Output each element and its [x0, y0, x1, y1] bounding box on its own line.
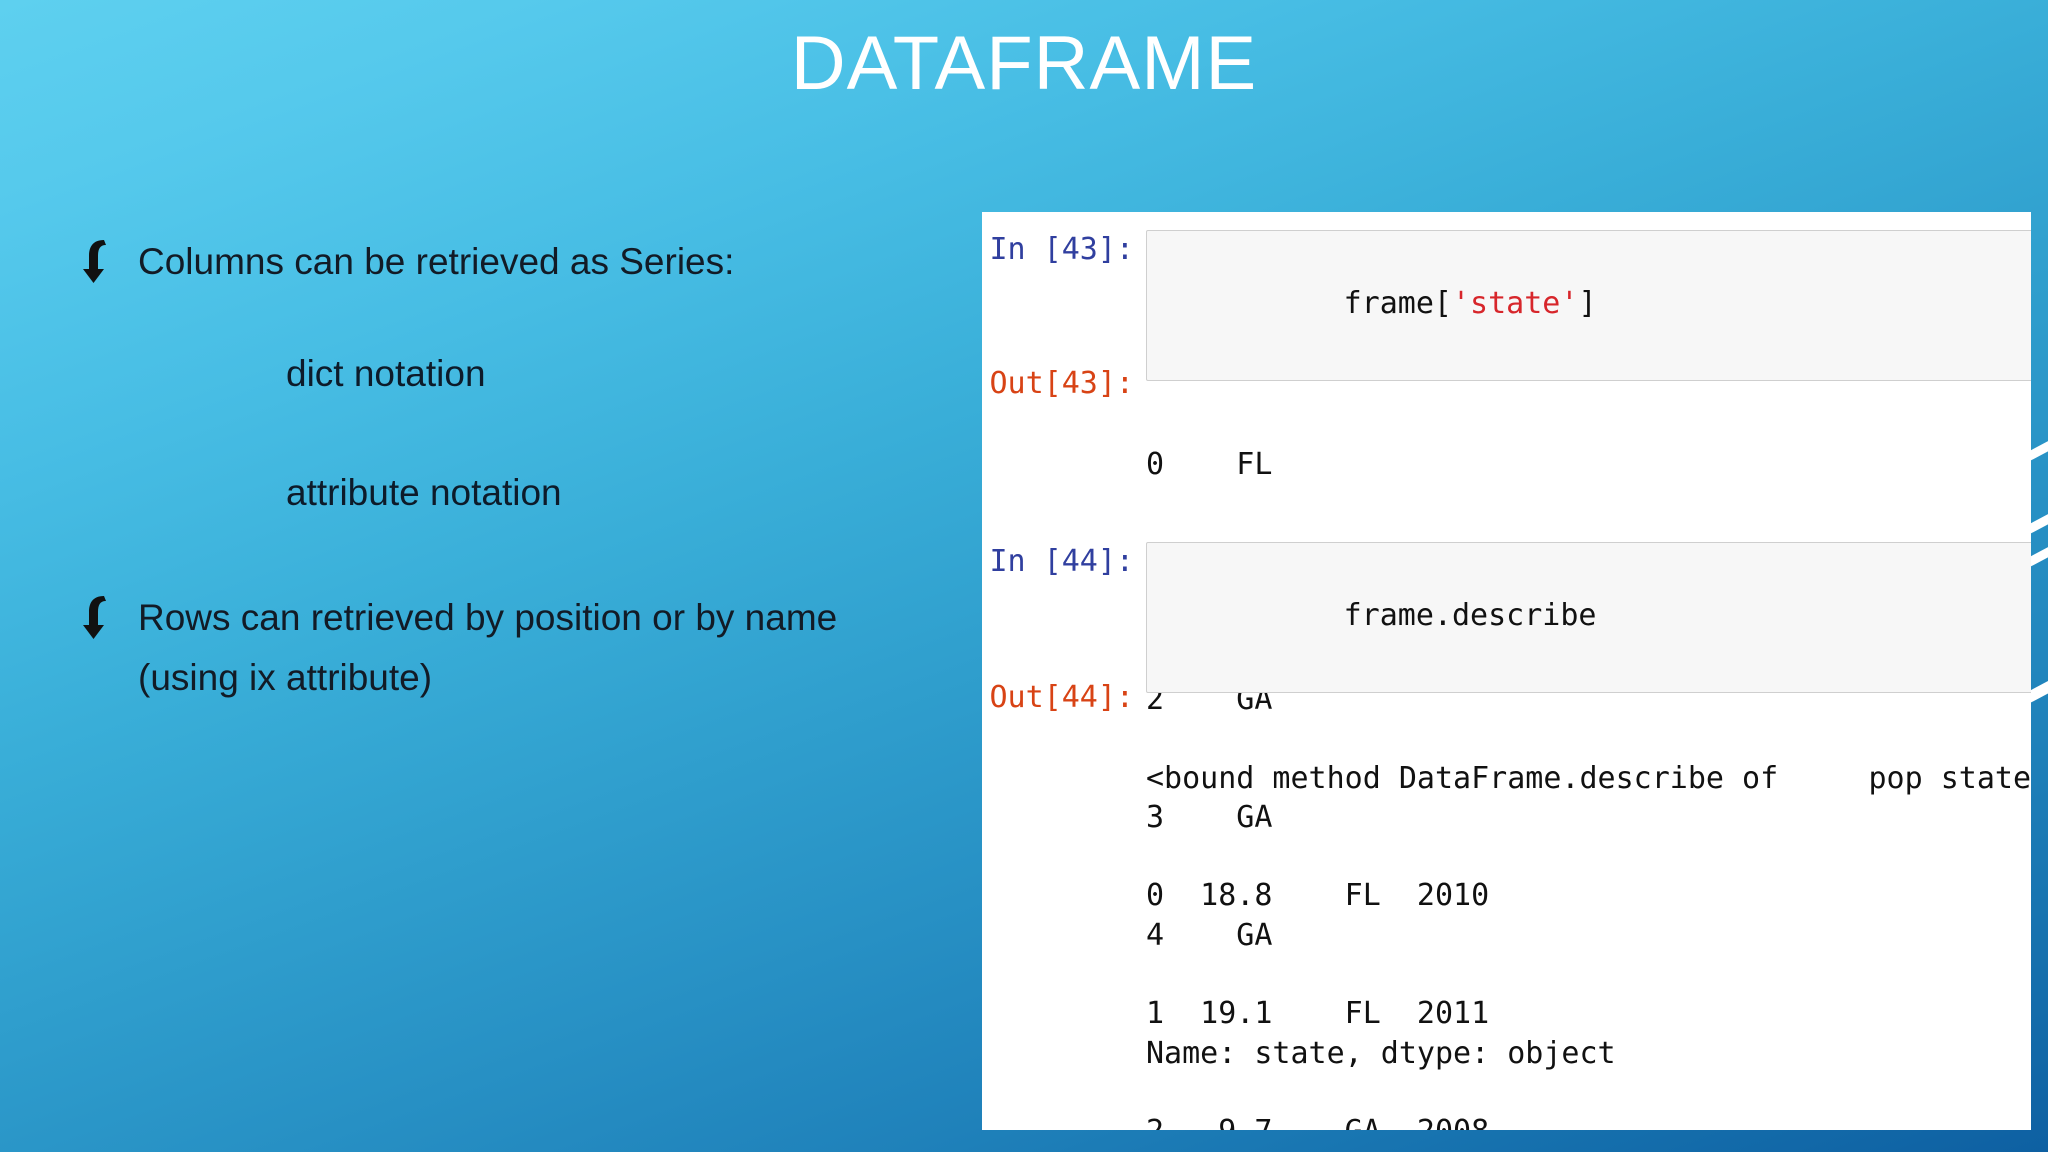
sub-item-dict-notation: dict notation: [286, 352, 486, 394]
output-line: 3 GA: [1146, 800, 1273, 836]
list-item-label: Rows can retrieved by position or by nam…: [138, 597, 838, 699]
list-item: Columns can be retrieved as Series:: [74, 232, 904, 292]
output-line: 1 19.1 FL 2011: [1146, 996, 1490, 1032]
code-line: frame.describe: [1163, 557, 2031, 674]
page-title: DATAFRAME: [790, 21, 1258, 106]
list-item-label: Columns can be retrieved as Series:: [138, 241, 735, 282]
sub-item-attribute-notation: attribute notation: [286, 472, 562, 514]
list-item: Rows can retrieved by position or by nam…: [74, 588, 904, 708]
output-line: 2 9.7 GA 2008: [1146, 1112, 2031, 1130]
in-prompt-43: In [43]:: [989, 232, 1135, 267]
out-prompt-43: Out[43]:: [989, 366, 1135, 401]
output-line: 0 FL: [1146, 446, 1273, 482]
code-suffix: ]: [1578, 286, 1597, 321]
output-text-44: <bound method DataFrame.describe of pop …: [1146, 678, 2031, 1130]
notebook-input-cell-43[interactable]: In [43]: frame['state']: [982, 230, 2031, 381]
notebook-output-cell-44: Out[44]: <bound method DataFrame.describ…: [982, 678, 2032, 1130]
code-input-44[interactable]: frame.describe: [1146, 542, 2031, 693]
curved-down-arrow-icon: [74, 232, 138, 283]
in-prompt-44: In [44]:: [989, 544, 1135, 579]
notebook-screenshot-panel: In [43]: frame['state'] Out[43]: 0 FL 1 …: [982, 212, 2031, 1130]
code-string-literal: 'state': [1452, 286, 1579, 321]
output-line: <bound method DataFrame.describe of pop …: [1146, 760, 2031, 796]
out-prompt-44: Out[44]:: [989, 680, 1135, 715]
code-input-43[interactable]: frame['state']: [1146, 230, 2031, 381]
code-prefix: frame.describe: [1343, 598, 1597, 633]
output-line: 0 18.8 FL 2010: [1146, 878, 1490, 914]
notebook-input-cell-44[interactable]: In [44]: frame.describe: [982, 542, 2031, 693]
bullet-list: Columns can be retrieved as Series: dict…: [74, 232, 904, 714]
curved-down-arrow-icon: [74, 588, 138, 640]
code-prefix: frame[: [1343, 286, 1452, 321]
code-line: frame['state']: [1163, 245, 2031, 362]
output-line: Name: state, dtype: object: [1146, 1036, 1616, 1072]
output-line: 4 GA: [1146, 918, 1273, 954]
